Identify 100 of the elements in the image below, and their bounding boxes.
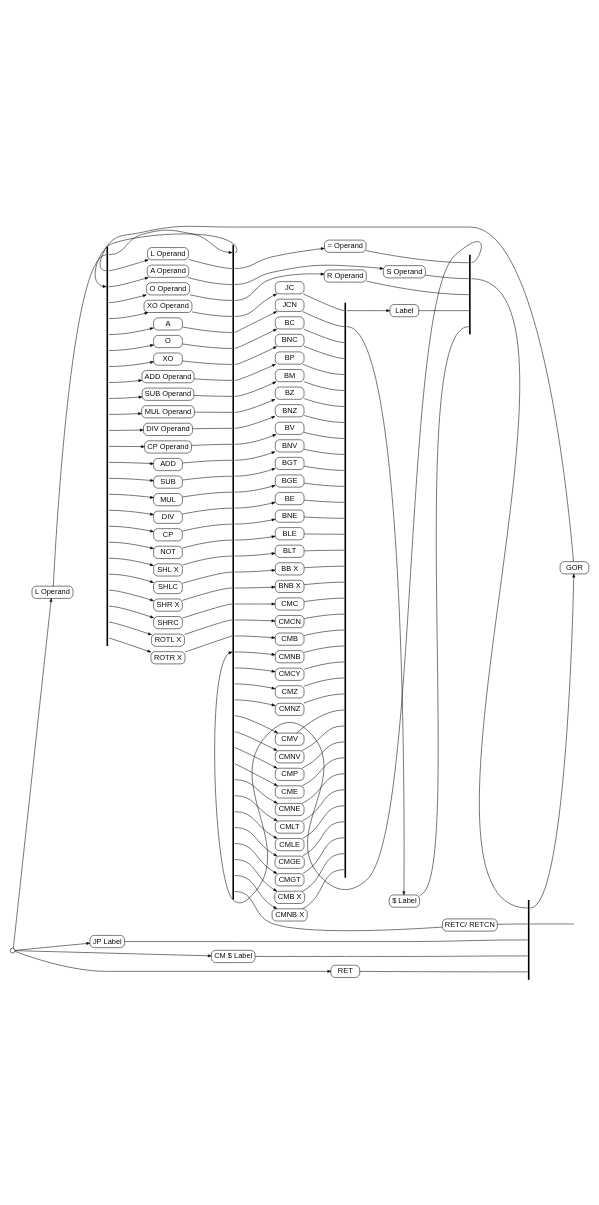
connector	[302, 836, 345, 874]
arrow	[108, 541, 154, 549]
arrow	[108, 276, 149, 287]
arrow	[234, 810, 278, 839]
arrow	[234, 328, 277, 349]
arrow	[108, 360, 154, 367]
connector	[187, 276, 233, 285]
arrow	[234, 762, 278, 786]
connector	[303, 465, 345, 471]
arrow	[234, 778, 278, 804]
connector	[302, 293, 345, 311]
connector	[188, 258, 233, 269]
arrow	[234, 585, 276, 589]
arrow	[234, 310, 278, 333]
connector	[182, 459, 233, 463]
connector	[182, 539, 233, 548]
connector	[366, 280, 470, 295]
node-bar	[527, 899, 530, 980]
arrow	[234, 794, 278, 821]
connector	[365, 249, 470, 263]
arrow	[94, 233, 238, 288]
connector	[189, 293, 233, 301]
arrow	[14, 950, 332, 973]
arrow	[346, 325, 406, 895]
connector	[99, 225, 574, 562]
connector	[301, 725, 345, 751]
connector	[182, 571, 233, 584]
arrow	[234, 450, 276, 460]
arrow	[234, 635, 276, 639]
arrow	[234, 731, 278, 751]
arrow	[234, 683, 276, 689]
connector	[303, 345, 345, 359]
arrow	[530, 573, 576, 908]
connector	[303, 482, 345, 487]
connector	[303, 397, 345, 407]
connector	[302, 852, 345, 891]
connector	[302, 821, 345, 856]
arrow	[234, 433, 277, 445]
arrow	[108, 411, 142, 415]
connector	[184, 619, 233, 635]
connector	[296, 709, 345, 733]
connector	[302, 789, 345, 821]
arrow	[234, 345, 277, 365]
arrow	[14, 949, 212, 957]
connector	[182, 507, 233, 514]
arrow	[234, 246, 325, 269]
connector	[302, 310, 345, 327]
connector	[303, 516, 345, 519]
arrow	[234, 602, 276, 605]
connector	[124, 939, 528, 942]
connector	[301, 757, 345, 786]
arrow	[234, 363, 276, 381]
connector	[182, 343, 233, 349]
connector	[303, 581, 345, 585]
arrow	[108, 605, 154, 618]
arrow	[108, 395, 143, 399]
arrow	[108, 326, 154, 335]
arrow	[234, 534, 276, 540]
arrow	[346, 308, 391, 312]
arrow	[14, 941, 91, 951]
arrow	[234, 415, 276, 429]
connector	[303, 597, 345, 602]
connector	[418, 309, 470, 311]
connector	[303, 533, 345, 534]
arrow	[214, 241, 482, 903]
connector	[193, 378, 233, 381]
connector	[303, 693, 345, 703]
connector	[182, 491, 233, 497]
connector	[192, 427, 233, 429]
connector	[182, 523, 233, 531]
connector	[182, 555, 233, 565]
connector	[234, 890, 443, 931]
connector	[497, 923, 528, 925]
arrow	[234, 398, 276, 413]
connector	[301, 773, 345, 804]
connector	[302, 805, 345, 839]
connector	[303, 499, 345, 503]
arrow	[108, 525, 154, 532]
connector	[303, 328, 345, 343]
connector	[303, 448, 345, 455]
arrow	[108, 621, 152, 635]
arrow	[108, 509, 154, 515]
arrow	[234, 568, 276, 572]
connector	[303, 549, 345, 551]
node-circle	[9, 947, 16, 953]
arrow	[234, 826, 278, 856]
connector	[302, 868, 345, 909]
connector	[254, 955, 528, 957]
arrow	[108, 573, 154, 583]
arrow	[108, 428, 144, 431]
connector	[193, 394, 233, 397]
arrow	[234, 874, 278, 909]
arrow	[234, 551, 276, 556]
arrow	[108, 589, 154, 601]
node-bar	[232, 244, 234, 899]
arrow	[108, 258, 149, 271]
arrow	[234, 842, 278, 874]
connector	[419, 325, 470, 896]
connector	[303, 380, 345, 391]
arrow	[234, 518, 276, 524]
